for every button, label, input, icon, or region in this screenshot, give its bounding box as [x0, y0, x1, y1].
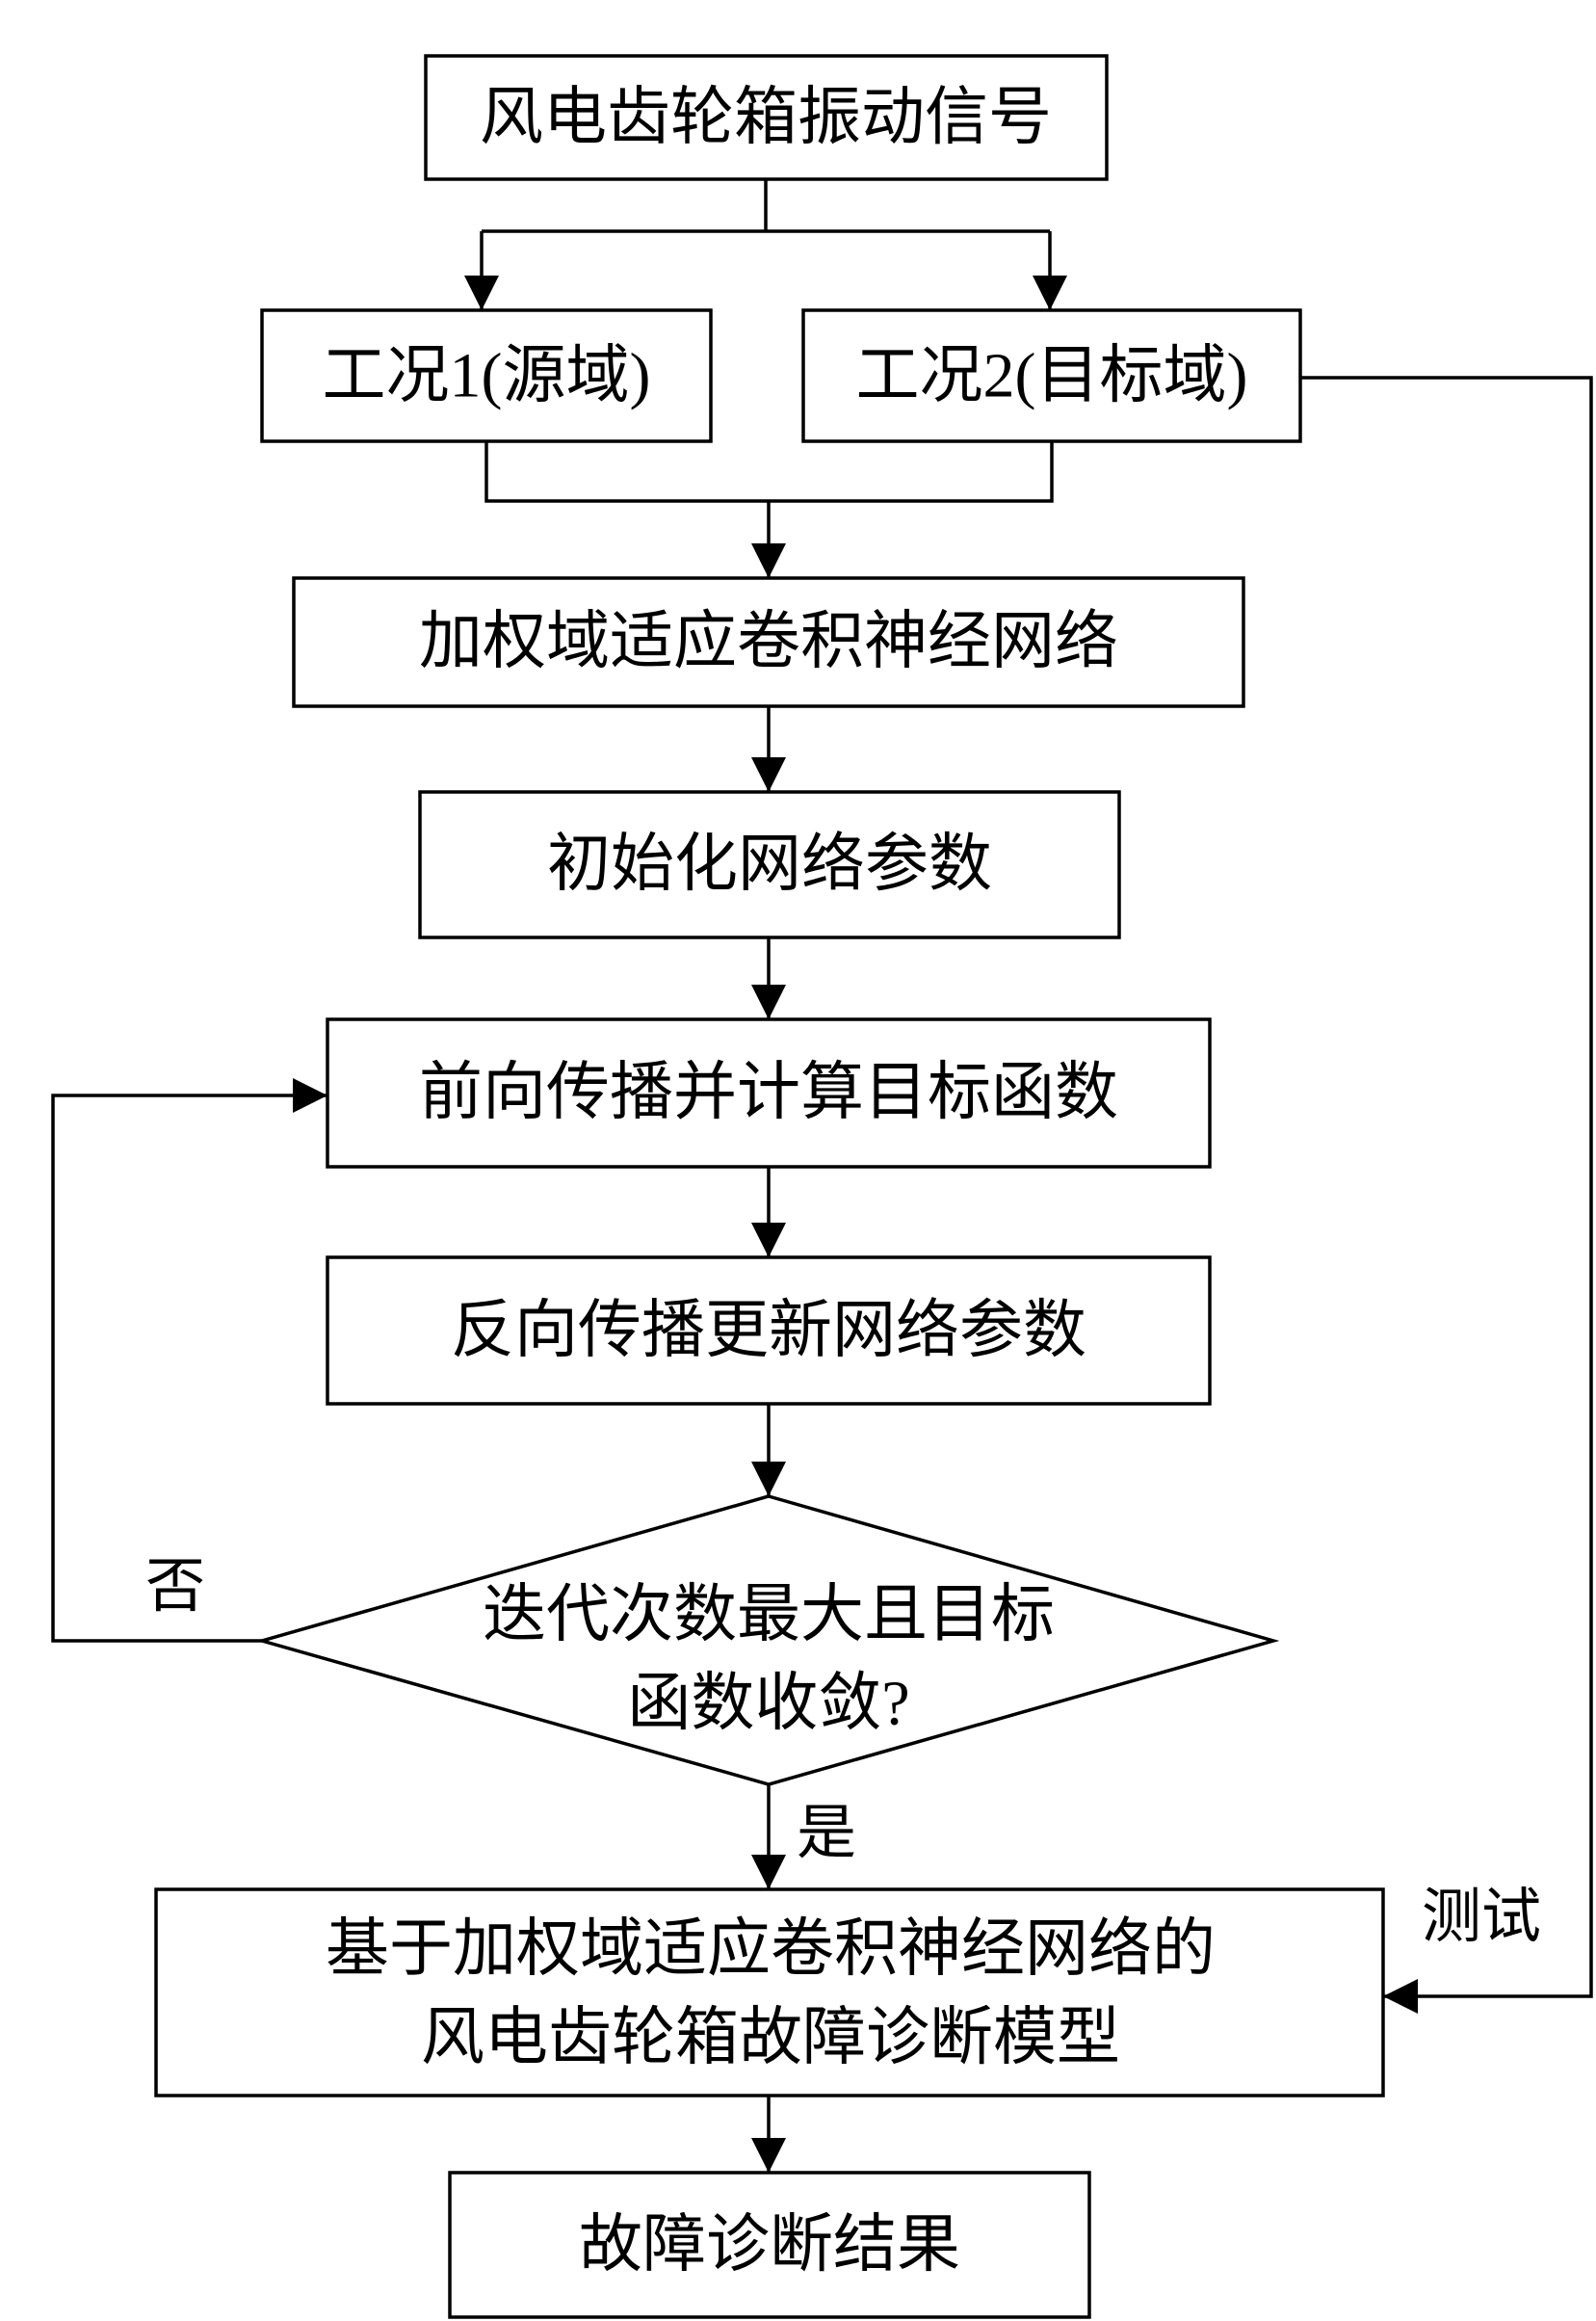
box-source [260, 308, 713, 443]
decision-diamond [255, 1494, 1280, 1786]
edge-label-no: 否 [145, 1554, 205, 1620]
box-model [154, 1887, 1385, 2097]
arrow-decision-no-loop [51, 1078, 327, 1643]
label-forward: 前向传播并计算目标函数 [419, 1058, 1118, 1128]
arrow-target-test [1300, 376, 1593, 2014]
label-signal: 风电齿轮箱振动信号 [480, 83, 1052, 153]
label-backward: 反向传播更新网络参数 [451, 1296, 1086, 1366]
label-decision-line1: 迭代次数最大且目标 [483, 1580, 1055, 1650]
label-network: 加权域适应卷积神经网络 [419, 607, 1118, 677]
box-target [801, 308, 1302, 443]
arrow-signal-to-branches [482, 179, 1050, 233]
label-source: 工况1(源域) [323, 341, 651, 411]
edge-label-test: 测试 [1422, 1885, 1541, 1950]
box-result [448, 2171, 1091, 2319]
label-target: 工况2(目标域) [856, 341, 1248, 411]
arrow-merge-to-network [484, 441, 1054, 578]
box-backward [326, 1255, 1212, 1406]
label-result: 故障诊断结果 [579, 2210, 960, 2281]
edge-label-yes: 是 [797, 1801, 856, 1866]
box-init [418, 790, 1121, 939]
connectors [51, 179, 1593, 2173]
label-model-line2: 风电齿轮箱故障诊断模型 [421, 2003, 1120, 2073]
box-forward [326, 1017, 1212, 1169]
box-signal [424, 54, 1109, 181]
label-init: 初始化网络参数 [547, 830, 992, 900]
box-network [292, 576, 1245, 708]
label-model-line1: 基于加权域适应卷积神经网络的 [326, 1914, 1216, 1985]
label-decision-line2: 函数收敛? [627, 1669, 909, 1739]
